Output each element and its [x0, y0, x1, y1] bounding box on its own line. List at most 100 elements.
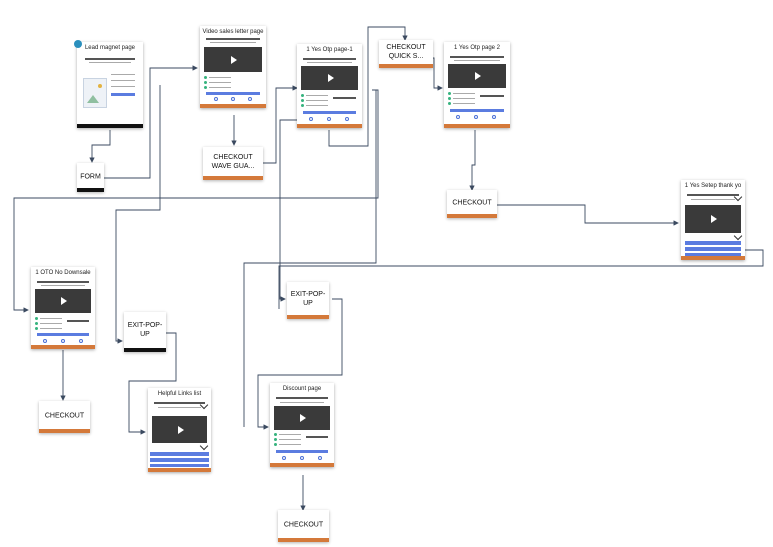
exit-popup-node-1[interactable]: EXIT-POP-UP — [124, 312, 166, 352]
node-footer-bar — [203, 176, 263, 180]
otp-no-downsale-card[interactable]: 1 OTO No Downsale — [31, 267, 95, 349]
checkout-label: CHECKOUT — [452, 199, 492, 207]
helpful-links-card[interactable]: Helpful Links list — [148, 388, 211, 472]
yes-step-thank-you-card[interactable]: 1 Yes Setep thank yo — [681, 180, 745, 260]
text-line — [306, 105, 328, 106]
link-otp2-to-checkout — [469, 130, 476, 191]
video-player — [685, 205, 741, 233]
node-footer-bar — [124, 348, 166, 352]
exit-popup-node-2[interactable]: EXIT-POP-UP — [287, 282, 329, 319]
check-icon — [35, 317, 38, 320]
video-sales-letter-card[interactable]: Video sales letter page — [200, 26, 266, 108]
link-otp1-to-checkout-quick — [328, 26, 408, 147]
cta-bar — [150, 464, 209, 467]
video-player — [204, 47, 262, 72]
dot-icon — [456, 115, 460, 119]
checkout-quick-node[interactable]: CHECKOUT QUICK S... — [379, 40, 433, 68]
curved-arrow-icon — [733, 231, 743, 241]
card-title: Lead magnet page — [84, 45, 136, 51]
card-title: 1 OTO No Downsale — [35, 270, 91, 276]
card-title: 1 Yes Setep thank yo — [684, 183, 742, 189]
checkout-node-a[interactable]: CHECKOUT — [447, 190, 497, 218]
check-icon — [448, 92, 451, 95]
header-line — [37, 281, 89, 283]
video-player — [274, 406, 330, 430]
checkout-node-c[interactable]: CHECKOUT — [278, 510, 329, 542]
lead-magnet-page-card[interactable]: Lead magnet page — [77, 42, 143, 128]
yes-otp-page-2-card[interactable]: 1 Yes Otp page 2 — [444, 42, 510, 128]
check-icon — [274, 438, 277, 441]
dot-icon — [61, 339, 65, 343]
form-node[interactable]: FORM — [77, 163, 104, 192]
checkout-label: CHECKOUT — [283, 521, 324, 529]
text-line — [209, 77, 231, 78]
text-line — [40, 328, 62, 329]
cta-bar — [206, 92, 260, 95]
node-footer-bar — [278, 538, 329, 542]
dot-icon — [309, 117, 313, 121]
card-title: 1 Yes Otp page 2 — [453, 45, 501, 51]
link-exit-popup-2-to-discount — [257, 298, 343, 430]
dot-icon — [474, 115, 478, 119]
node-footer-bar — [77, 188, 104, 192]
text-line — [279, 434, 301, 435]
text-line — [306, 95, 328, 96]
cta-bar — [37, 333, 89, 336]
text-line — [111, 74, 135, 75]
play-icon — [177, 425, 184, 434]
price-line — [480, 95, 504, 97]
text-line — [40, 318, 62, 319]
dot-icon — [214, 97, 218, 101]
start-icon — [74, 40, 82, 48]
dot-icon — [79, 339, 83, 343]
header-line — [85, 58, 135, 60]
card-footer-bar — [200, 104, 266, 108]
play-icon — [61, 297, 67, 305]
card-title: Helpful Links list — [157, 391, 202, 397]
card-footer-bar — [270, 463, 334, 467]
node-footer-bar — [39, 429, 90, 433]
dot-icon — [345, 117, 349, 121]
node-footer-bar — [287, 315, 329, 319]
card-title: 1 Yes Otp page-1 — [306, 47, 353, 53]
checkout-label: CHECKOUT — [44, 412, 85, 420]
check-icon — [35, 322, 38, 325]
sub-line — [158, 407, 201, 408]
check-icon — [274, 433, 277, 436]
play-icon — [475, 72, 481, 80]
text-line — [306, 100, 328, 101]
discount-page-card[interactable]: Discount page — [270, 383, 334, 467]
checkout-label: CHECKOUT WAVE GUA... — [211, 153, 255, 170]
check-icon — [301, 94, 304, 97]
checkout-wave-node[interactable]: CHECKOUT WAVE GUA... — [203, 147, 263, 180]
sub-line — [89, 62, 131, 63]
dot-icon — [300, 456, 304, 460]
video-player — [301, 66, 358, 90]
curved-arrow-icon — [733, 192, 743, 202]
price-line — [67, 320, 89, 322]
link-exit-popup-to-helpful — [128, 332, 177, 435]
dot-icon — [231, 97, 235, 101]
card-footer-bar — [681, 256, 745, 260]
sub-line — [210, 42, 256, 43]
curved-arrow-icon — [199, 400, 209, 410]
checkout-node-b[interactable]: CHECKOUT — [39, 401, 90, 433]
play-icon — [231, 55, 237, 64]
text-line — [209, 87, 231, 88]
check-icon — [274, 443, 277, 446]
image-placeholder-icon — [83, 78, 107, 108]
check-icon — [35, 327, 38, 330]
cta-bar — [685, 247, 741, 251]
link-checkout-quick-to-discount — [243, 89, 377, 427]
cta-bar — [150, 458, 209, 462]
cta-bar — [276, 450, 328, 453]
link-vsl-to-exit-popup — [115, 85, 161, 344]
text-line — [453, 93, 475, 94]
dot-icon — [282, 456, 286, 460]
dot-icon — [327, 117, 331, 121]
link-checkout-wave-to-otp1 — [262, 85, 298, 164]
text-line — [279, 444, 301, 445]
yes-otp-page-1-card[interactable]: 1 Yes Otp page-1 — [297, 44, 362, 128]
card-title: Video sales letter page — [202, 29, 264, 35]
